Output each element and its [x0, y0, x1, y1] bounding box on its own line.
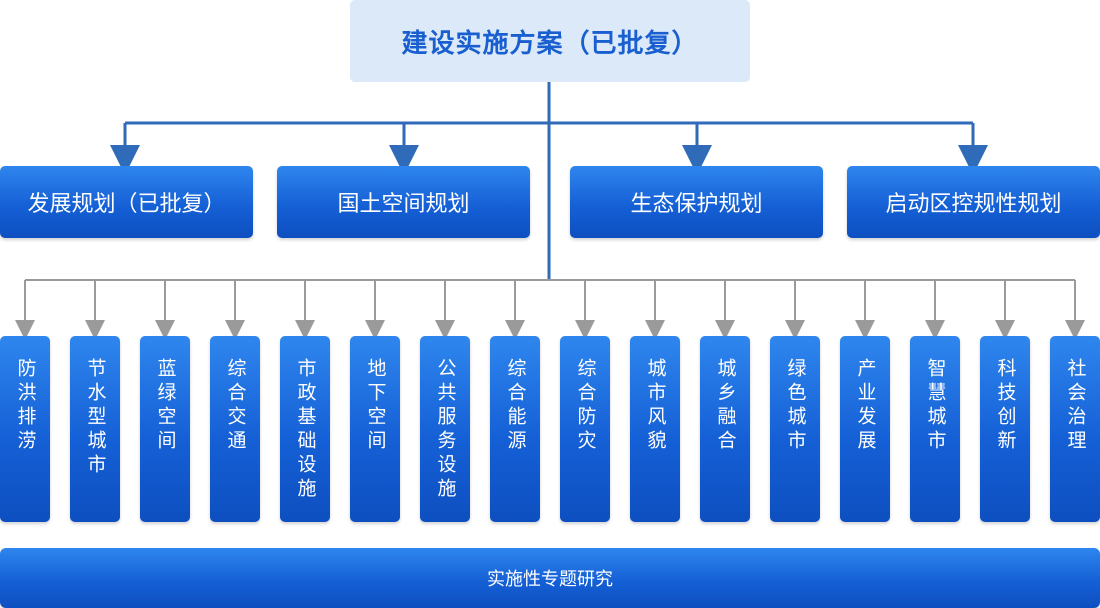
bottom-node-label: 实施性专题研究	[487, 569, 613, 590]
level2-node-disaster-prevention[interactable]: 综合防灾	[560, 336, 610, 522]
level2-node-label: 综合能源	[504, 358, 527, 454]
level2-node-underground-space[interactable]: 地下空间	[350, 336, 400, 522]
level2-node-label: 综合防灾	[574, 358, 597, 454]
level2-node-label: 城乡融合	[714, 358, 737, 454]
level2-node-label: 社会治理	[1064, 358, 1087, 454]
level2-node-urban-rural-integration[interactable]: 城乡融合	[700, 336, 750, 522]
level1-node-development-plan[interactable]: 发展规划（已批复）	[0, 166, 253, 238]
level2-node-urban-landscape[interactable]: 城市风貌	[630, 336, 680, 522]
root-node-label: 建设实施方案（已批复）	[401, 28, 699, 59]
level2-node-label: 蓝绿空间	[154, 358, 177, 454]
level2-node-smart-city[interactable]: 智慧城市	[910, 336, 960, 522]
level2-node-social-governance[interactable]: 社会治理	[1050, 336, 1100, 522]
level2-node-label: 城市风貌	[644, 358, 667, 454]
level2-node-label: 公共服务设施	[434, 358, 457, 502]
level2-node-municipal-infrastructure[interactable]: 市政基础设施	[280, 336, 330, 522]
level2-node-integrated-energy[interactable]: 综合能源	[490, 336, 540, 522]
level2-node-transportation[interactable]: 综合交通	[210, 336, 260, 522]
level2-node-industrial-development[interactable]: 产业发展	[840, 336, 890, 522]
bottom-node-special-research[interactable]: 实施性专题研究	[0, 548, 1100, 608]
level2-node-label: 科技创新	[994, 358, 1017, 454]
level2-node-label: 绿色城市	[784, 358, 807, 454]
level2-node-tech-innovation[interactable]: 科技创新	[980, 336, 1030, 522]
level2-node-label: 地下空间	[364, 358, 387, 454]
root-node: 建设实施方案（已批复）	[350, 0, 750, 82]
level2-node-label: 智慧城市	[924, 358, 947, 454]
level2-node-blue-green-space[interactable]: 蓝绿空间	[140, 336, 190, 522]
level2-node-label: 防洪排涝	[14, 358, 37, 454]
level1-node-label: 启动区控规性规划	[885, 192, 1062, 217]
level1-node-label: 生态保护规划	[630, 192, 763, 217]
level1-node-startup-zone-control-plan[interactable]: 启动区控规性规划	[847, 166, 1100, 238]
level2-node-green-city[interactable]: 绿色城市	[770, 336, 820, 522]
level1-node-territorial-spatial-plan[interactable]: 国土空间规划	[277, 166, 530, 238]
level1-node-label: 发展规划（已批复）	[27, 192, 226, 217]
level2-node-label: 市政基础设施	[294, 358, 317, 502]
level2-node-label: 综合交通	[224, 358, 247, 454]
level2-node-label: 产业发展	[854, 358, 877, 454]
level2-node-public-service[interactable]: 公共服务设施	[420, 336, 470, 522]
level1-node-ecological-protection-plan[interactable]: 生态保护规划	[570, 166, 823, 238]
level1-node-label: 国土空间规划	[337, 192, 470, 217]
level2-node-label: 节水型城市	[84, 358, 107, 478]
level2-node-flood-control[interactable]: 防洪排涝	[0, 336, 50, 522]
level2-node-water-saving-city[interactable]: 节水型城市	[70, 336, 120, 522]
